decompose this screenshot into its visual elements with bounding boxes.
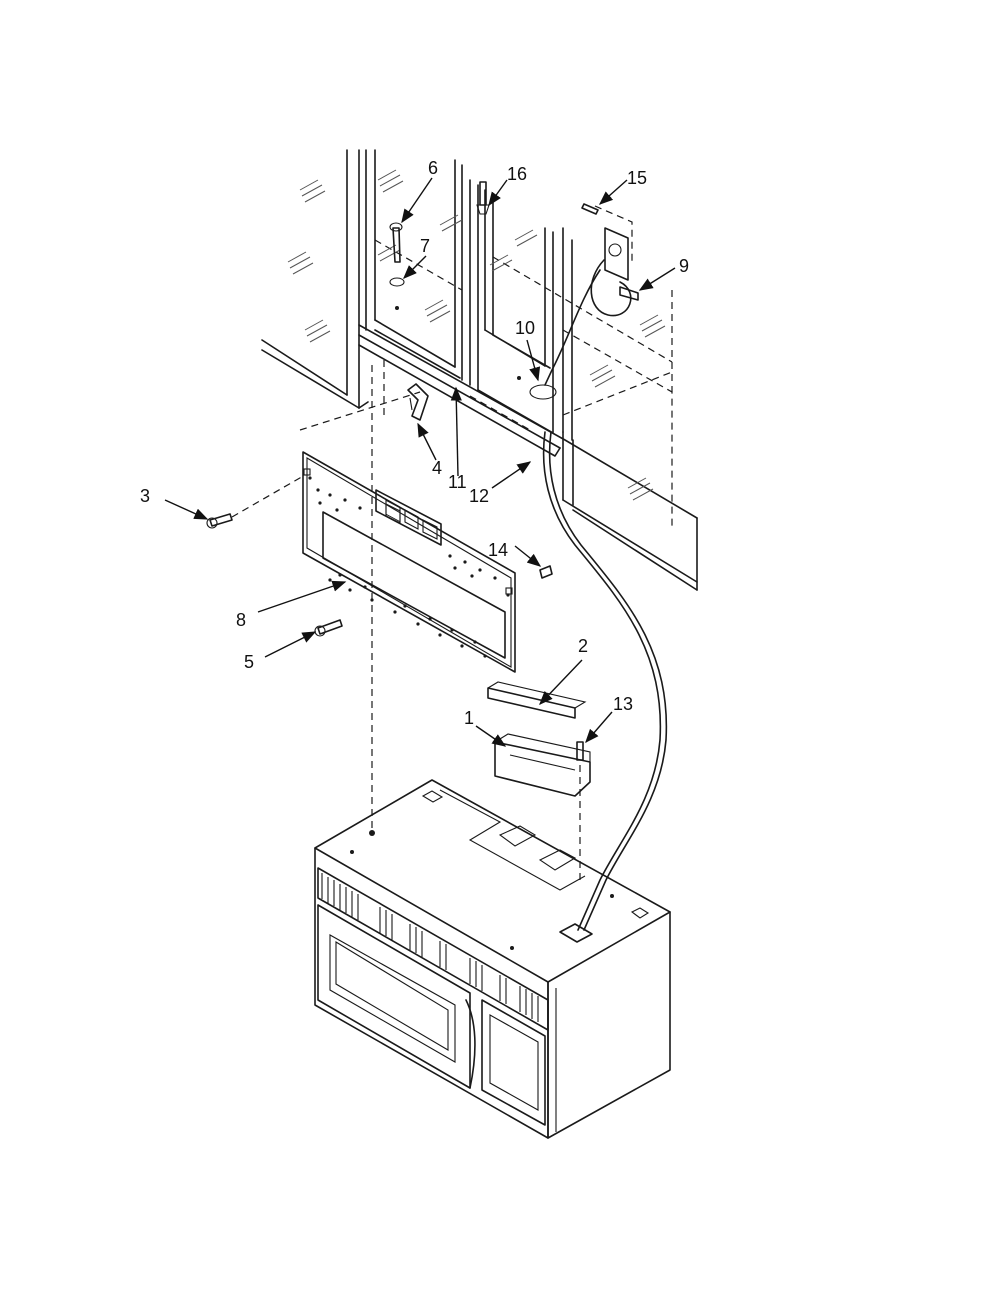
callout-5: 5 (244, 652, 254, 672)
upper-cabinets (261, 149, 698, 591)
callout-6: 6 (428, 158, 438, 178)
spacers (487, 681, 591, 797)
alignment-lines (371, 360, 581, 880)
plate-screws (206, 391, 553, 637)
callout-4: 4 (432, 458, 442, 478)
callout-8: 8 (236, 610, 246, 630)
callout-7: 7 (420, 236, 430, 256)
callout-arrows (164, 177, 676, 747)
callout-15: 15 (627, 168, 647, 188)
microwave-oven (314, 779, 671, 1139)
mounting-plate (302, 451, 516, 673)
callout-13: 13 (613, 694, 633, 714)
outlet-and-power-cord (529, 205, 668, 931)
callout-3: 3 (140, 486, 150, 506)
callout-11: 11 (448, 472, 467, 492)
callout-16: 16 (507, 164, 527, 184)
callout-labels: 6 7 16 15 9 10 4 11 12 3 14 8 5 2 1 13 (140, 158, 689, 728)
callout-12: 12 (469, 486, 489, 506)
callout-1: 1 (464, 708, 474, 728)
hardware-parts (389, 181, 599, 421)
callout-14: 14 (488, 540, 508, 560)
callout-2: 2 (578, 636, 588, 656)
callout-10: 10 (515, 318, 535, 338)
callout-9: 9 (679, 256, 689, 276)
